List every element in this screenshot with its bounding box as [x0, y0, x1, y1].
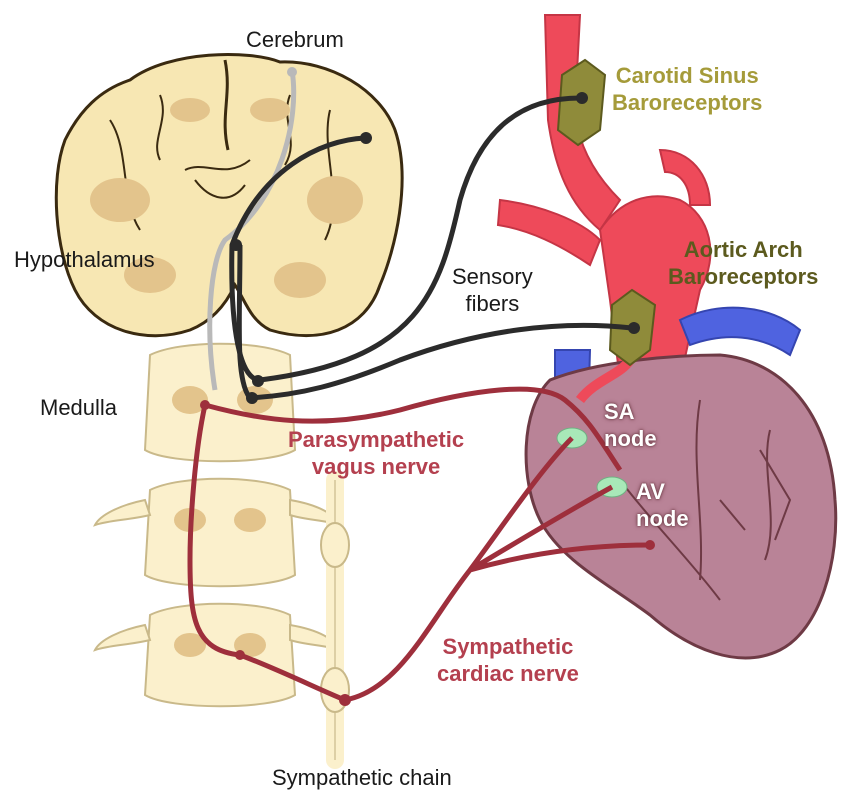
label-aortic-arch-baroreceptors: Aortic Arch Baroreceptors	[668, 236, 818, 290]
spinal-cord-upper-segment	[95, 479, 340, 587]
label-sympathetic-cardiac-nerve: Sympathetic cardiac nerve	[437, 633, 579, 687]
medulla-illustration	[145, 344, 295, 462]
label-av-node: AV node	[636, 478, 689, 532]
fiber-end-cerebrum	[287, 67, 297, 77]
medulla-synapse-dot-1	[252, 375, 264, 387]
label-sympathetic-chain: Sympathetic chain	[272, 764, 452, 791]
aortic-receptor-dot	[628, 322, 640, 334]
label-carotid-sinus-baroreceptors: Carotid Sinus Baroreceptors	[612, 62, 762, 116]
spinal-synapse-dot	[235, 650, 245, 660]
label-sensory-fibers: Sensory fibers	[452, 263, 533, 317]
ventricle-ending-dot	[645, 540, 655, 550]
spinal-cord-lower-segment	[95, 604, 340, 707]
label-parasympathetic-vagus-nerve: Parasympathetic vagus nerve	[288, 426, 464, 480]
hypothalamus-synapse-dot	[230, 239, 242, 251]
label-sa-node: SA node	[604, 398, 657, 452]
medulla-synapse-dot-2	[246, 392, 258, 404]
cerebrum-receptor-dot	[360, 132, 372, 144]
label-cerebrum: Cerebrum	[246, 26, 344, 53]
cerebrum-illustration	[56, 55, 402, 336]
label-hypothalamus: Hypothalamus	[14, 246, 155, 273]
carotid-receptor-dot	[576, 92, 588, 104]
label-medulla: Medulla	[40, 394, 117, 421]
